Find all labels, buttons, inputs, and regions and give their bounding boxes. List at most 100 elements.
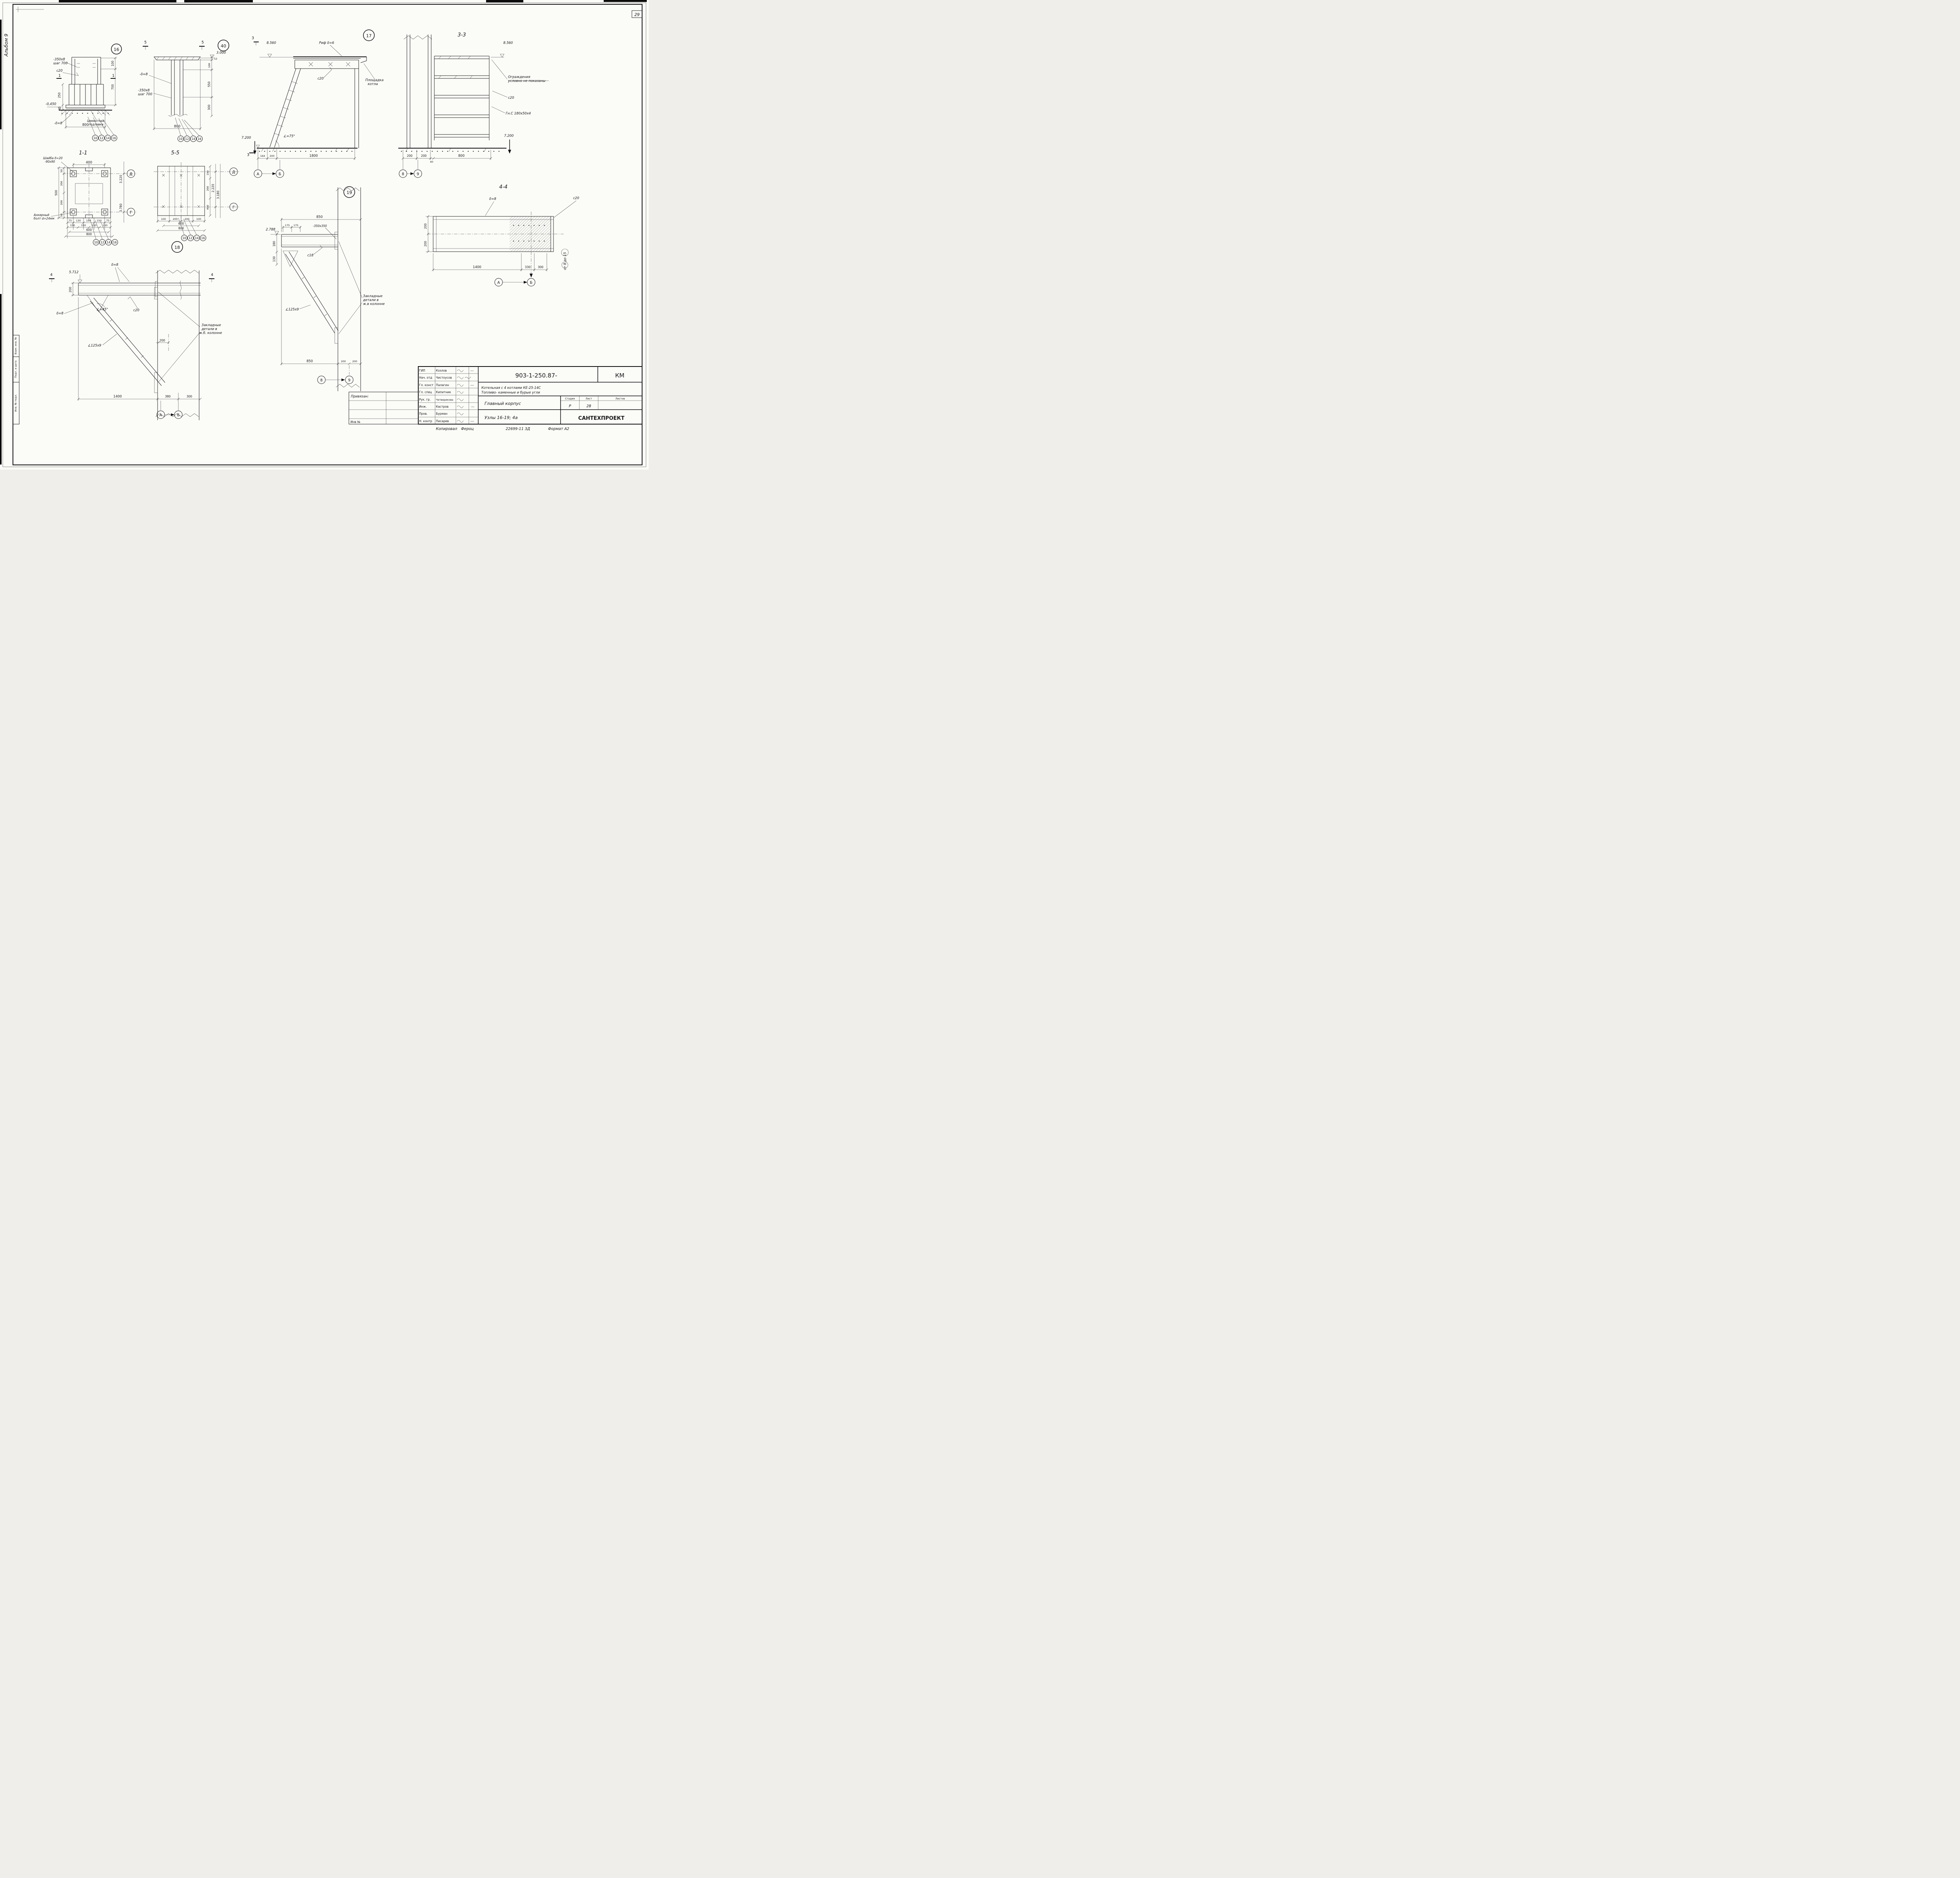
platform-label: Площадка <box>365 78 383 82</box>
dim-label: 550 <box>207 82 211 87</box>
dim-label: 75 <box>69 219 72 222</box>
dim-label: 190 <box>206 171 209 175</box>
detail-40: 40 5 5 3.000 12 100 550 300 -δ=8 -350x8 … <box>138 40 229 142</box>
plate-step-label: шаг 700 <box>53 62 67 65</box>
embed-note: ж.б. колонне <box>199 331 222 335</box>
axis-label: 9 <box>417 172 419 176</box>
dim-label: 175 <box>285 224 290 227</box>
axis-markers: 8 9 <box>317 365 354 384</box>
section-4-4: 4-4 δ=8 с20 200 200 1400 330 300 от 8 до… <box>424 184 579 287</box>
riffle-plate-label: Риф δ=6 <box>319 41 334 45</box>
dim-label: 850 <box>307 359 313 363</box>
weld-label: с20 <box>56 69 63 73</box>
section-1-1: 1-1 Шайба δ=20 -90x90 400 50 200 200 50 … <box>33 150 136 245</box>
dim-label: 250 <box>58 93 61 98</box>
detail-19: 19 850 175 175 -350x350 2.788 180 130 с1… <box>266 186 385 391</box>
thickness-label: δ=8 <box>489 197 496 201</box>
weld-label: с20 <box>133 308 140 312</box>
role-label: Рук. гр. <box>419 398 430 401</box>
dim-label: 200 <box>341 360 346 363</box>
platform-label: котла <box>368 82 378 86</box>
section-5-5-geometry <box>154 162 239 220</box>
stamp-side-label: Взам. инв. № <box>14 337 17 354</box>
pos-label: 10 <box>179 137 183 141</box>
profile-label: ∠125x9 <box>285 308 299 312</box>
angle-label: ∠=75° <box>283 134 295 138</box>
axis-label: Д <box>232 170 235 174</box>
plate-step-label: шаг 700 <box>138 93 152 96</box>
section-3-3: 3-3 8.560 Ограждения условно не показаны… <box>398 32 549 178</box>
axis-markers: А Б <box>494 274 535 287</box>
cut-mark: 1 <box>58 74 61 78</box>
dim-label: 75 <box>106 219 109 222</box>
pos-label: 16 <box>113 241 117 244</box>
drawing-canvas: 29 Альбом 9 Взам. инв. № Подп. и дата Ин… <box>0 0 647 467</box>
detail-17-geometry <box>257 56 367 152</box>
cut-mark: 5 <box>201 40 204 45</box>
detail-16-geometry <box>59 57 112 116</box>
thickness-label: -δ=8 <box>54 122 62 125</box>
dim-label: 200 <box>60 181 63 186</box>
dim-label: 180 <box>272 241 276 247</box>
axis-markers: Д Г <box>229 167 238 211</box>
name-label: Писарев <box>436 419 449 423</box>
dim-label: 12 <box>214 57 217 60</box>
section-1-1-geometry <box>63 164 136 222</box>
dim-label: 600 <box>86 228 92 232</box>
dim-label: 200 <box>352 360 357 363</box>
detail-16: 16 -350x8 шаг 700 с20 1 1 -0,450 250 50 … <box>45 44 122 141</box>
axis-label: 9 <box>348 378 350 383</box>
detail-18: 18 5.712 4 4 δ=8 200 ∠=45° с20 δ=8 ∠125x… <box>49 241 222 420</box>
dim-label: 200 <box>60 200 63 205</box>
cut-mark: 1 <box>112 74 114 78</box>
cut-mark: 3 <box>247 153 249 157</box>
sheet-header: Лист <box>586 397 592 400</box>
name-label: Кипитник <box>436 390 451 394</box>
role-label: Пров. <box>419 412 428 416</box>
dim-label: 175 <box>294 224 298 227</box>
axis-markers: Д Г <box>127 169 135 216</box>
section-title: 3-3 <box>457 32 466 38</box>
cut-mark: 4 <box>211 273 213 277</box>
name-label: Четверикова <box>436 398 453 401</box>
role-label: Гл. спец <box>419 390 432 394</box>
attached-label: Привязан: <box>351 395 369 399</box>
dim-label: 800 <box>86 232 92 236</box>
dim-label: 150 <box>97 219 102 222</box>
pos-label: 14 <box>107 241 111 244</box>
anchor-label: Анкерный <box>33 213 49 217</box>
dim-label: 2.220 <box>211 184 215 192</box>
signature-scribbles <box>457 369 474 423</box>
dim-label: 100 <box>196 218 201 221</box>
dim-label: 3.180 <box>216 191 220 199</box>
axis-label: А <box>497 281 500 285</box>
elevation-label: 5.712 <box>69 270 78 274</box>
axis-markers: А Б <box>156 401 183 419</box>
detail-17: 17 3 8.560 Риф δ=6 с20 Площадка котла ∠=… <box>241 29 383 178</box>
dim-label: 200 <box>424 223 427 229</box>
stamp-side-label: Подп. и дата <box>14 361 17 378</box>
dim-label: 50 <box>58 107 61 110</box>
stage-header: Стадия <box>565 397 575 400</box>
dim-label: 50 <box>60 169 63 172</box>
elevation-label: 7.200 <box>504 134 514 138</box>
detail-number: 18 <box>174 245 180 250</box>
elevation-label: 3.000 <box>216 51 226 55</box>
project-name: Топливо- каменные и бурые угли <box>481 391 540 395</box>
role-label: ГИП <box>419 369 425 372</box>
embed-note: Закладные <box>201 323 221 327</box>
dim-label: 800 <box>458 154 465 158</box>
weld-label: с20 <box>573 196 579 200</box>
axis-label: Б <box>530 281 533 285</box>
dim-label: 400 <box>86 161 92 165</box>
profile-label: Гн.С 180x50x4 <box>506 112 531 116</box>
dim-label: 150 <box>92 224 96 227</box>
dim-label: 500 <box>54 190 58 196</box>
cut-mark: 5 <box>144 40 147 45</box>
order-number: 22699-11 3Д <box>506 427 530 431</box>
dim-label: 150 <box>81 224 86 227</box>
washer-label: -90x90 <box>45 160 55 163</box>
dim-label: 200 <box>270 154 274 158</box>
plate-label: -350x8 <box>53 58 65 62</box>
dim-label: 330 <box>525 265 531 269</box>
